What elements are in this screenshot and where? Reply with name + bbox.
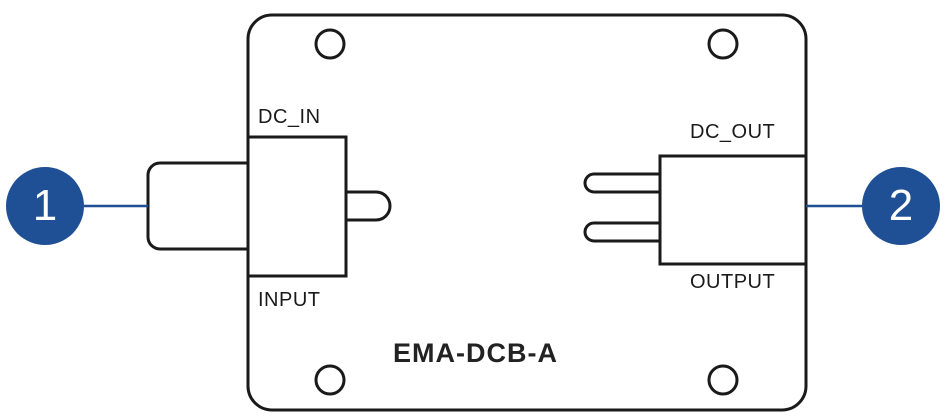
mounting-hole-top-left [314,28,346,60]
mounting-hole-top-right [707,28,739,60]
input-connector [146,135,392,278]
dc-in-label: DC_IN [258,106,321,128]
mounting-hole-bottom-right [707,364,739,396]
output-connector [583,154,808,266]
mounting-hole-bottom-left [314,364,346,396]
callout-2-badge: 2 [862,167,940,245]
input-label: INPUT [258,289,321,311]
callout-1-badge: 1 [6,167,84,245]
output-label: OUTPUT [690,271,776,293]
dc-out-label: DC_OUT [690,121,776,143]
model-label: EMA-DCB-A [393,338,558,368]
